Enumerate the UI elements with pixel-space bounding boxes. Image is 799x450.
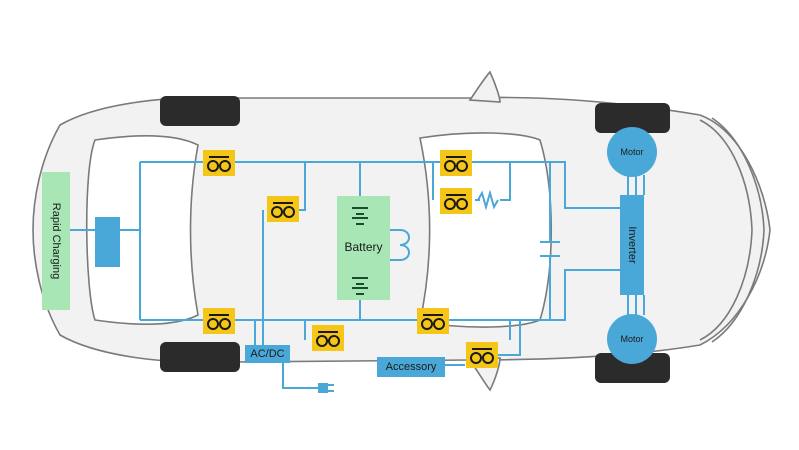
capacitor-icon [540, 241, 560, 257]
motor-rear-label: Motor [620, 334, 644, 344]
charger-box [95, 217, 120, 267]
contactor-icon [417, 308, 449, 334]
tire-rear-right [160, 342, 240, 372]
rapid-charging-label: Rapid Charging [50, 202, 62, 280]
contactor-icon [312, 325, 344, 351]
motor-front [607, 127, 657, 177]
tire-rear-left [160, 96, 240, 126]
tire-front-right [595, 353, 670, 383]
accessory-block [377, 357, 445, 377]
motor-front-label: Motor [620, 147, 644, 157]
contactor-icon [203, 150, 235, 176]
contactor-icon [267, 196, 299, 222]
inverter-block [620, 195, 644, 295]
motor-rear [607, 314, 657, 364]
contactor-icon [440, 150, 472, 176]
tires [160, 96, 670, 383]
resistor-icon [477, 189, 499, 211]
inverter-label: Inverter [626, 226, 638, 264]
plug-icon [318, 383, 334, 393]
battery-label: Battery [344, 240, 383, 254]
fuse-icon [399, 229, 410, 261]
accessory-label: Accessory [385, 361, 437, 373]
ac-dc-label: AC/DC [250, 348, 285, 360]
contactor-icon [440, 188, 472, 214]
ac-dc-block [245, 345, 290, 363]
contactor-icon [466, 342, 498, 368]
battery-cell-icon [352, 207, 368, 295]
tire-front-left [595, 103, 670, 133]
contactor-icon [203, 308, 235, 334]
rapid-charging-block [42, 172, 70, 310]
contactors [203, 150, 498, 368]
